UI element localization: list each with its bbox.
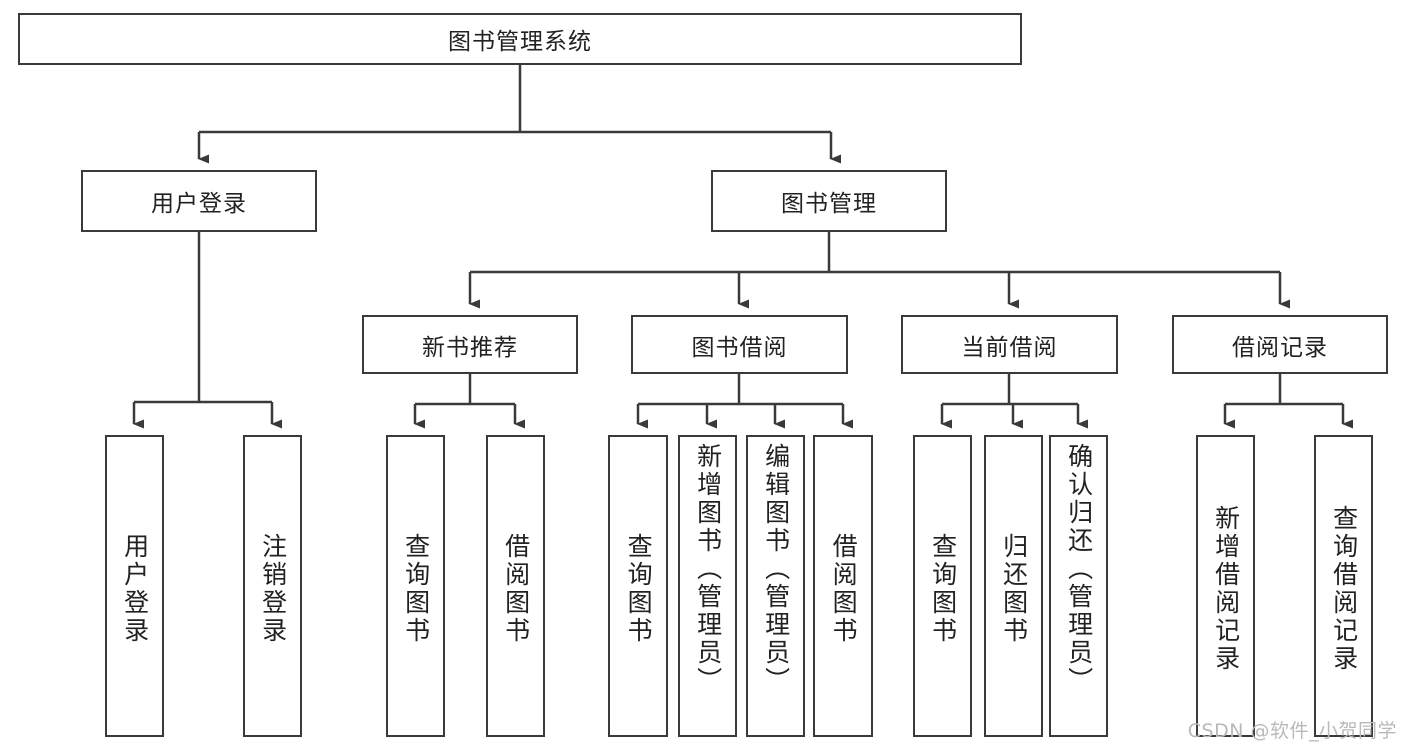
node-book-manage[interactable]: 图书管理 [711, 170, 947, 232]
node-label: 图书借阅 [691, 334, 788, 361]
node-current-borrow[interactable]: 当前借阅 [901, 315, 1118, 374]
node-borrow-record[interactable]: 借阅记录 [1172, 315, 1388, 374]
node-label: 新增借阅记录 [1211, 505, 1241, 673]
node-label: 图书管理 [781, 191, 877, 217]
node-label: 新书推荐 [422, 334, 518, 361]
node-label: 归还图书 [999, 533, 1029, 645]
node-label: 用户登录 [151, 191, 247, 217]
node-label: 借阅图书 [501, 533, 531, 645]
node-label: 用户登录 [120, 533, 150, 645]
node-leaf-confirm-return[interactable]: 确认归还（管理员） [1049, 435, 1108, 737]
node-label: 查询图书 [928, 533, 958, 645]
node-leaf-borrow-book-2[interactable]: 借阅图书 [813, 435, 873, 737]
node-label: 查询图书 [401, 533, 431, 645]
node-leaf-user-login[interactable]: 用户登录 [105, 435, 164, 737]
node-leaf-query-record[interactable]: 查询借阅记录 [1314, 435, 1373, 737]
watermark-credit: CSDN @软件_小贺同学 [1187, 720, 1397, 742]
node-leaf-edit-book[interactable]: 编辑图书（管理员） [746, 435, 805, 737]
node-leaf-query-book-3[interactable]: 查询图书 [913, 435, 972, 737]
node-leaf-return-book[interactable]: 归还图书 [984, 435, 1043, 737]
node-label: 图书管理系统 [448, 29, 592, 55]
node-label: 查询借阅记录 [1329, 505, 1359, 673]
node-label: 确认归还（管理员） [1064, 443, 1094, 695]
node-root-system[interactable]: 图书管理系统 [18, 13, 1022, 65]
node-new-book-recommend[interactable]: 新书推荐 [362, 315, 578, 374]
node-book-borrow[interactable]: 图书借阅 [631, 315, 848, 374]
node-user-login[interactable]: 用户登录 [81, 170, 317, 232]
node-leaf-query-book-2[interactable]: 查询图书 [608, 435, 668, 737]
node-label: 新增图书（管理员） [693, 443, 723, 695]
node-label: 当前借阅 [961, 334, 1058, 361]
node-label: 借阅图书 [829, 533, 859, 645]
node-leaf-borrow-book-1[interactable]: 借阅图书 [486, 435, 545, 737]
node-label: 注销登录 [258, 533, 288, 645]
node-leaf-logout[interactable]: 注销登录 [243, 435, 302, 737]
node-leaf-add-record[interactable]: 新增借阅记录 [1196, 435, 1255, 737]
node-label: 编辑图书（管理员） [761, 443, 791, 695]
node-leaf-add-book[interactable]: 新增图书（管理员） [678, 435, 737, 737]
node-label: 借阅记录 [1232, 334, 1328, 361]
node-label: 查询图书 [624, 533, 654, 645]
node-leaf-query-book-1[interactable]: 查询图书 [386, 435, 445, 737]
